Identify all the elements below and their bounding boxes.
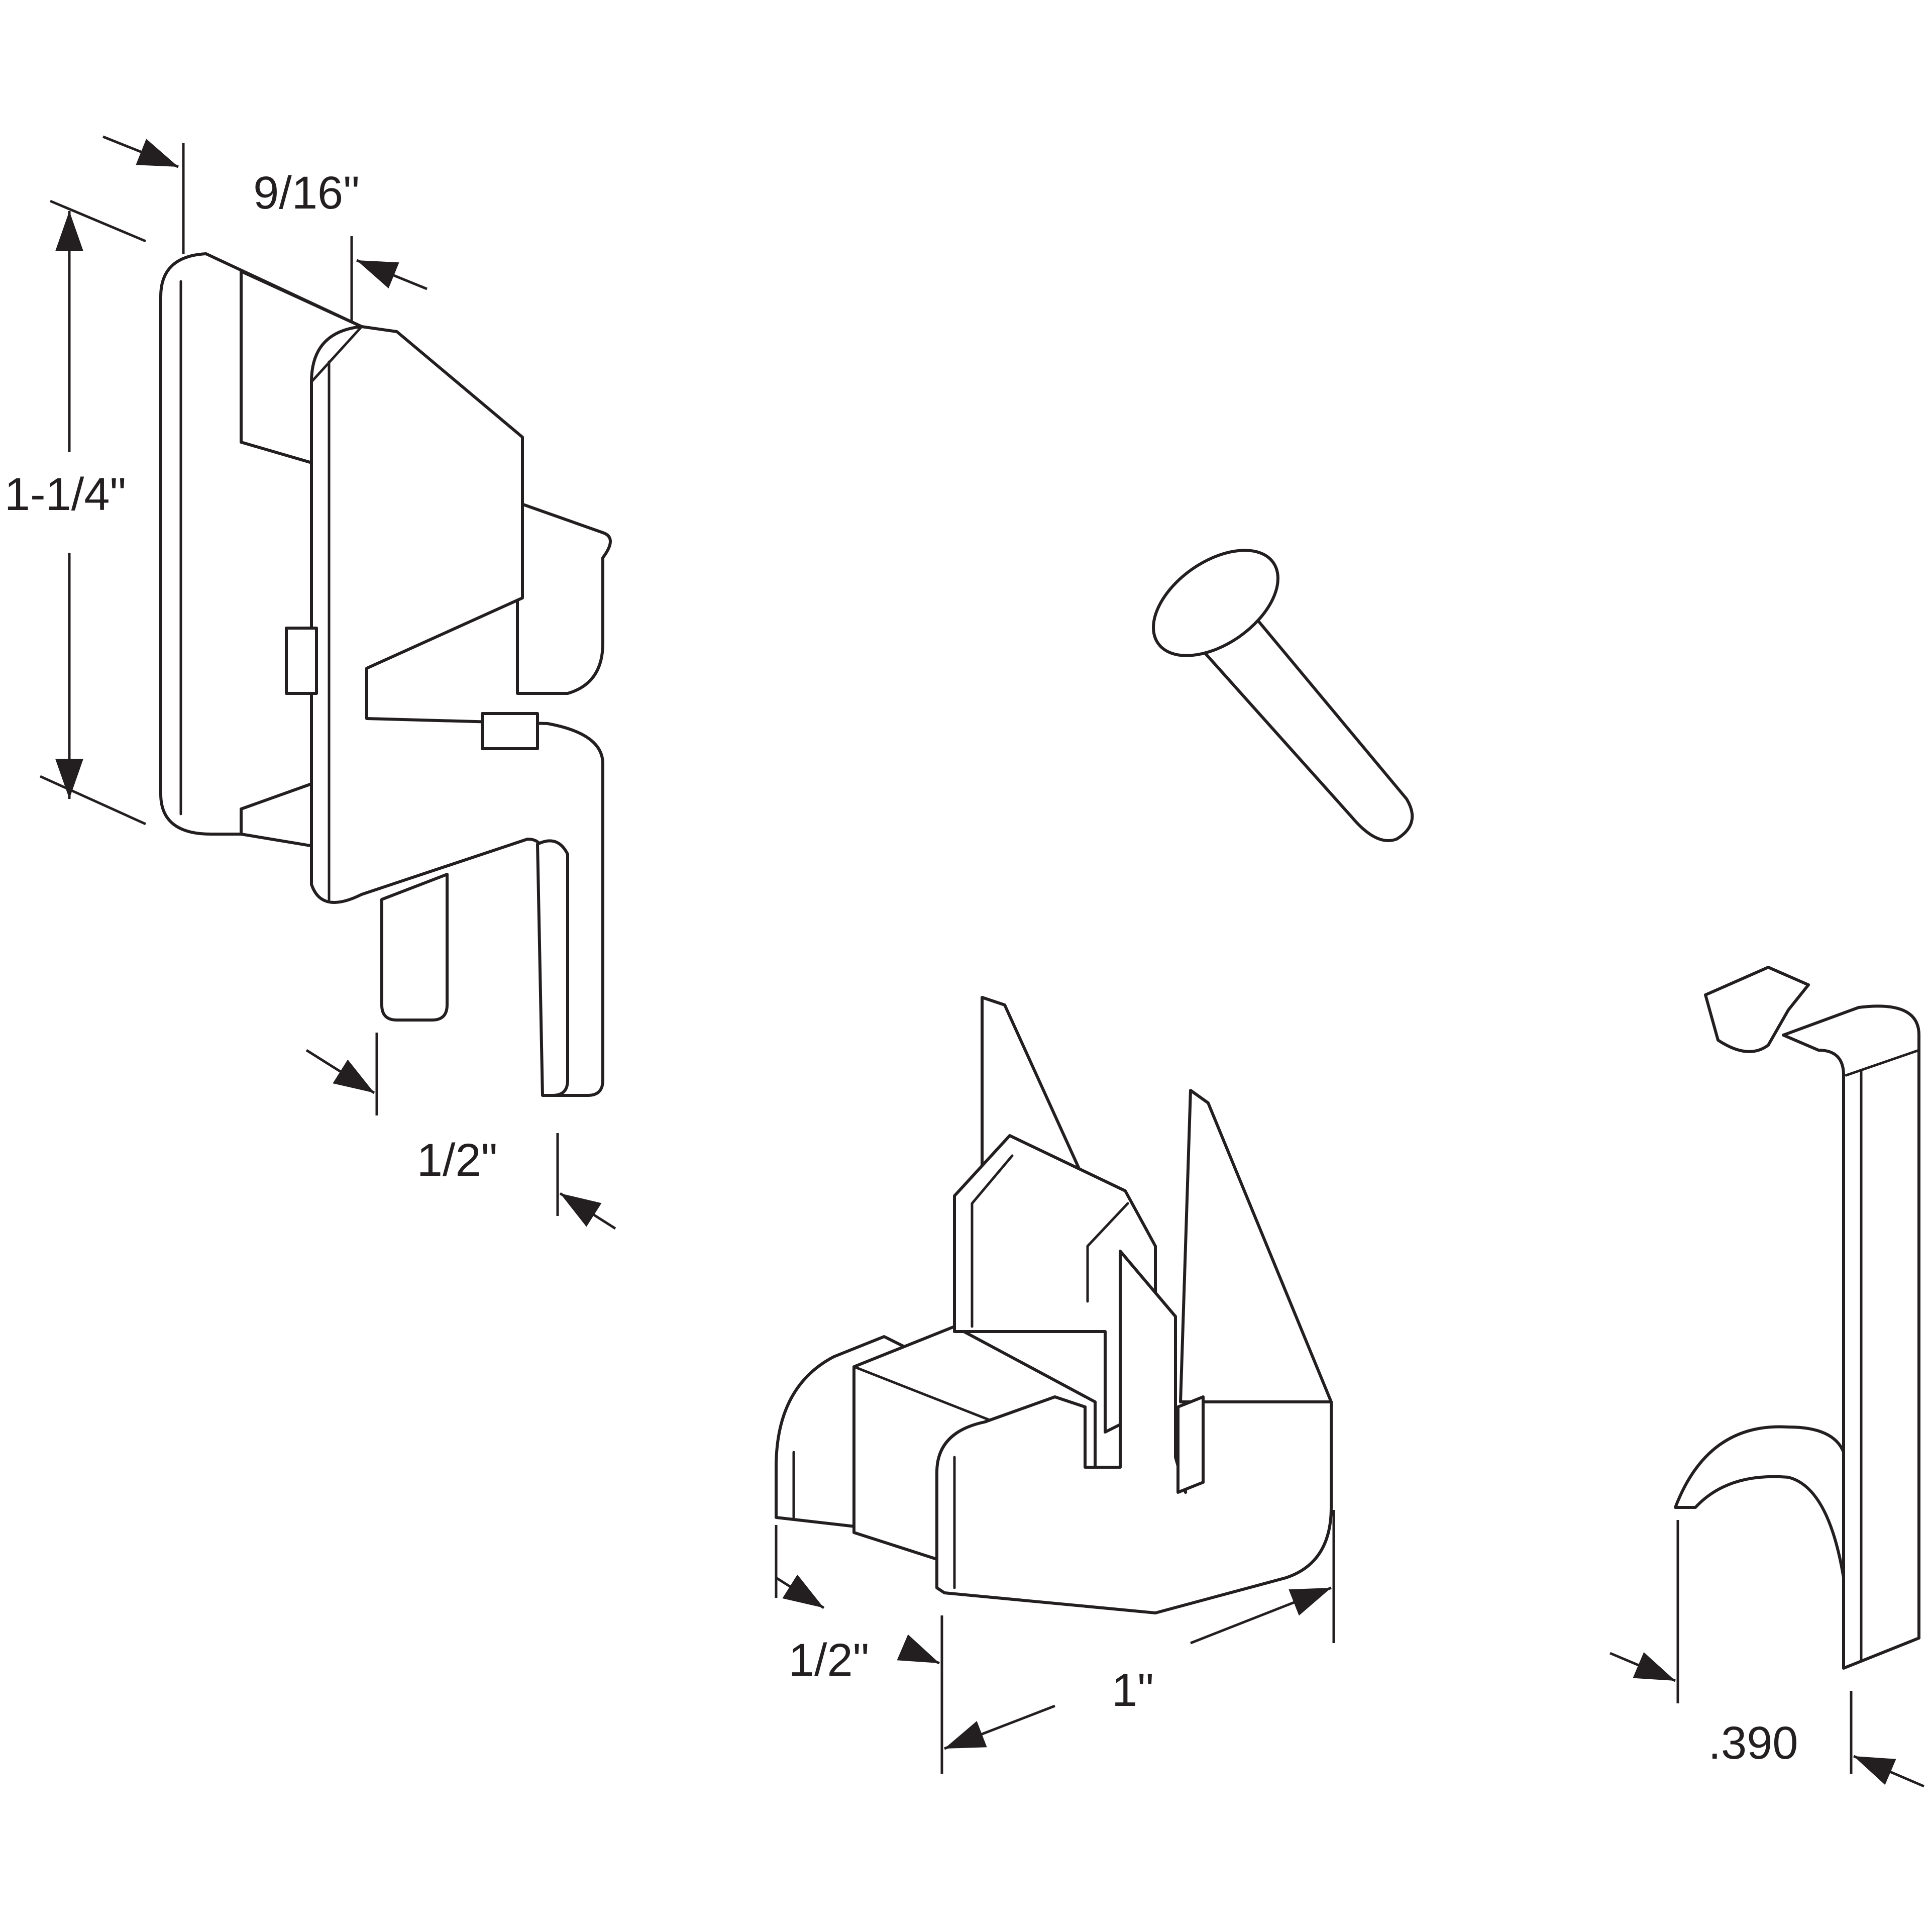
bracket-notch-tab xyxy=(481,712,539,750)
bracket-side-rail xyxy=(516,501,612,695)
bracket-left-leg xyxy=(380,873,449,1022)
spring-clip-part xyxy=(1674,966,1920,1670)
dimension-roller-length: 1" xyxy=(944,1510,1335,1750)
roller-front-plate xyxy=(935,1250,1333,1614)
label-clip-width: .390 xyxy=(1708,1717,1798,1769)
bracket-front-plate xyxy=(310,325,604,1097)
dimension-roller-width: 1/2" xyxy=(775,1525,943,1774)
dimension-bracket-width: 9/16" xyxy=(102,135,427,322)
roller-upper-tower xyxy=(953,1134,1157,1434)
clip-hook xyxy=(1674,1425,1845,1579)
label-bracket-width: 9/16" xyxy=(253,167,360,219)
roller-housing-part xyxy=(775,996,1333,1614)
pin-shaft xyxy=(1199,617,1414,842)
clip-body-bevel xyxy=(1845,1049,1920,1077)
label-bracket-leg-spacing: 1/2" xyxy=(417,1135,498,1186)
label-bracket-height: 1-1/4" xyxy=(5,469,126,520)
clip-top-tab xyxy=(1704,966,1810,1053)
clip-body xyxy=(1782,1004,1920,1670)
dimension-bracket-height: 1-1/4" xyxy=(5,199,147,826)
label-roller-length: 1" xyxy=(1112,1665,1154,1716)
pin-part xyxy=(1152,549,1414,842)
bracket-part xyxy=(159,252,612,1097)
roller-slot xyxy=(1176,1395,1205,1494)
bracket-front-top-bevel xyxy=(310,325,363,383)
roller-tower-inner-right xyxy=(1086,1202,1129,1303)
roller-right-fin xyxy=(1179,1089,1333,1403)
roller-center-edge xyxy=(852,1365,996,1423)
bracket-mid-tab xyxy=(285,627,318,695)
bracket-right-leg xyxy=(536,839,569,1097)
dimension-clip-width: .390 xyxy=(1610,1520,1924,1788)
label-roller-width: 1/2" xyxy=(789,1635,870,1686)
dimension-bracket-leg-spacing: 1/2" xyxy=(305,1033,616,1230)
roller-tower-inner-left xyxy=(971,1154,1014,1328)
pin-head xyxy=(1152,549,1279,657)
